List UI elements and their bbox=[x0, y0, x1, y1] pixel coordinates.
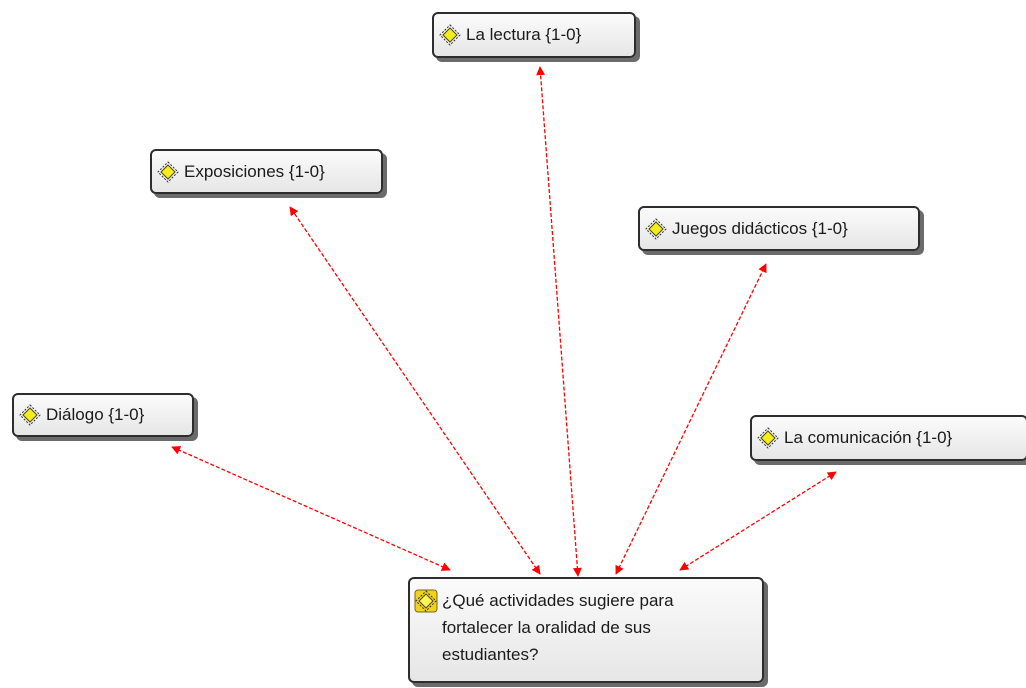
node-juegos-didacticos[interactable]: Juegos didácticos {1-0} bbox=[638, 206, 920, 251]
edge-root-comunicacion bbox=[679, 471, 837, 571]
node-la-comunicacion[interactable]: La comunicación {1-0} bbox=[750, 415, 1026, 461]
quotation-diamond-icon bbox=[19, 404, 41, 426]
edge-root-lectura bbox=[536, 66, 582, 577]
node-label: Exposiciones {1-0} bbox=[184, 161, 325, 181]
node-exposiciones[interactable]: Exposiciones {1-0} bbox=[150, 149, 383, 194]
edge-layer bbox=[171, 66, 837, 577]
quotation-diamond-icon bbox=[157, 160, 179, 183]
node-root-question[interactable]: ¿Qué actividades sugiere para fortalecer… bbox=[408, 577, 764, 683]
edge-root-dialogo bbox=[171, 446, 451, 571]
quotation-diamond-icon bbox=[439, 24, 461, 46]
node-label: ¿Qué actividades sugiere para fortalecer… bbox=[442, 591, 674, 664]
node-label: La comunicación {1-0} bbox=[784, 428, 953, 447]
node-label: Juegos didácticos {1-0} bbox=[672, 218, 848, 238]
quotation-diamond-icon bbox=[414, 589, 438, 613]
quotation-diamond-icon bbox=[645, 217, 667, 240]
node-label: Diálogo {1-0} bbox=[46, 405, 145, 424]
node-la-lectura[interactable]: La lectura {1-0} bbox=[432, 12, 636, 58]
quotation-diamond-icon bbox=[757, 427, 779, 449]
node-label: La lectura {1-0} bbox=[466, 25, 582, 44]
node-dialogo[interactable]: Diálogo {1-0} bbox=[12, 393, 194, 437]
edge-root-juegos bbox=[615, 263, 767, 575]
edge-root-exposiciones bbox=[289, 206, 541, 575]
